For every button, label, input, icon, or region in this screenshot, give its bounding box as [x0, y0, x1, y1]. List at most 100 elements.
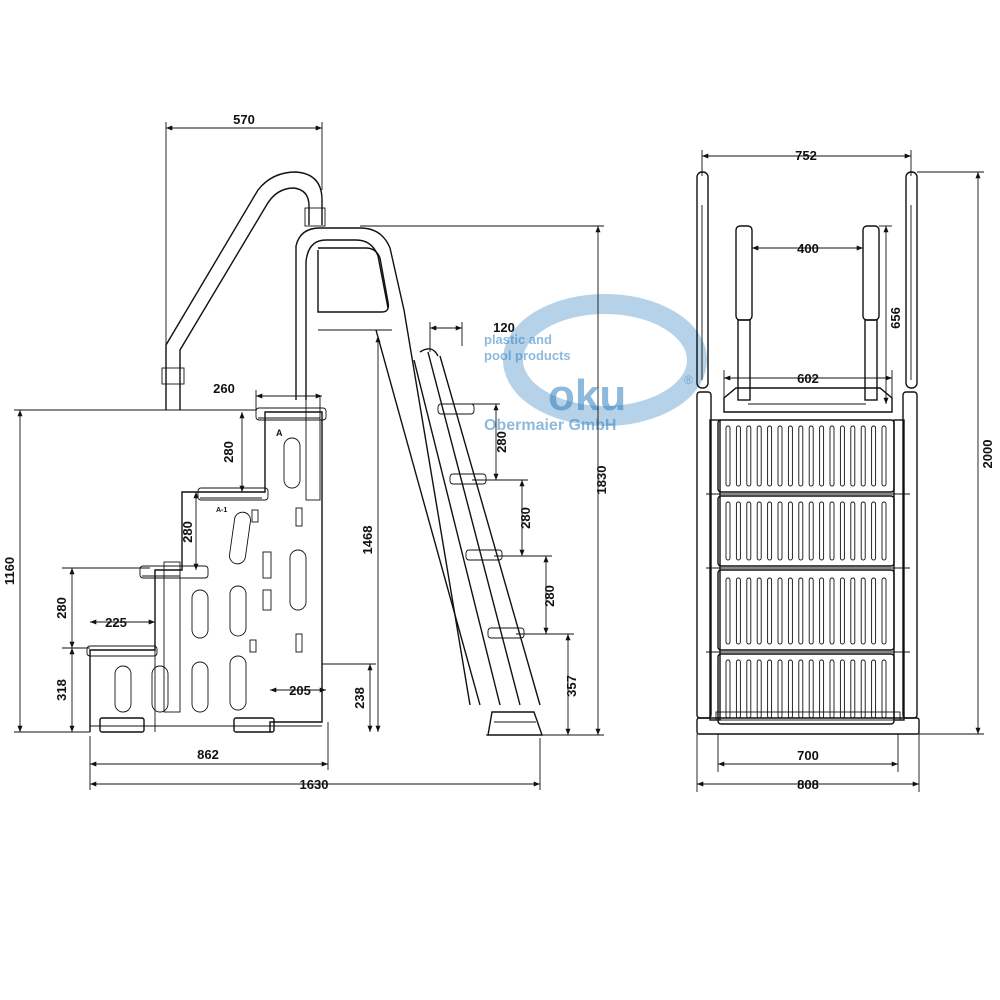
tread-slot	[850, 501, 856, 561]
tread-slot	[808, 659, 814, 719]
dim-inner-rail-width: 400	[797, 241, 819, 256]
tread-slot	[819, 425, 825, 487]
dim-overall-height-steps: 1160	[2, 557, 17, 585]
tread-slot	[725, 501, 731, 561]
dim-front-overall-height: 2000	[980, 440, 995, 469]
tread-slot	[798, 501, 804, 561]
tread-slot	[735, 501, 741, 561]
tread-slot	[777, 577, 783, 645]
tread-slot	[787, 577, 793, 645]
tread-slot	[871, 425, 877, 487]
dim-step-rise-1: 280	[221, 441, 236, 463]
tread-slot	[808, 577, 814, 645]
tread-slot	[777, 425, 783, 487]
tread-slot	[808, 425, 814, 487]
tread-slot	[725, 425, 731, 487]
watermark-company: Obermaier GmbH	[484, 417, 616, 434]
tread-slot	[798, 659, 804, 719]
tread-slot	[860, 501, 866, 561]
tread-slot	[860, 425, 866, 487]
tread-slot	[860, 577, 866, 645]
tread-slot	[881, 501, 887, 561]
tread-slot	[746, 577, 752, 645]
tread-slot	[767, 659, 773, 719]
tread-slot	[777, 501, 783, 561]
tread-slot	[756, 501, 762, 561]
step-label-top: A	[276, 428, 283, 438]
dim-inner-rail-height: 656	[888, 307, 903, 329]
step-label-middle: A-1	[216, 507, 227, 514]
tread-slot	[808, 501, 814, 561]
tread-slot	[787, 425, 793, 487]
front-view	[696, 171, 920, 735]
dim-tread-width: 700	[797, 748, 819, 763]
tread-slot	[725, 659, 731, 719]
tread-slot	[767, 501, 773, 561]
dim-step-rise-2: 280	[180, 521, 195, 543]
dim-handrail-width: 570	[233, 112, 255, 127]
watermark-brand-logo: oku	[548, 371, 626, 420]
tread-slot	[850, 425, 856, 487]
tread-slot	[850, 659, 856, 719]
dim-ladder-rung-3: 280	[542, 585, 557, 607]
tread-slot	[735, 659, 741, 719]
dim-ladder-rung-2: 280	[518, 507, 533, 529]
tread-slot	[756, 659, 762, 719]
tread-slot	[881, 659, 887, 719]
dim-outer-rail-width: 752	[795, 148, 817, 163]
dim-ladder-top-offset: 120	[493, 320, 515, 335]
dim-ladder-rung-1: 280	[494, 431, 509, 453]
dim-foot-height: 238	[352, 687, 367, 709]
dim-steps-length: 862	[197, 747, 219, 762]
tread-slot	[860, 659, 866, 719]
tread-slot	[871, 501, 877, 561]
tread-slot	[767, 425, 773, 487]
side-view-ladder	[295, 227, 546, 736]
tread-slot	[735, 425, 741, 487]
tread-slot	[871, 577, 877, 645]
tread-slot	[881, 425, 887, 487]
tread-slot	[829, 501, 835, 561]
tread-slot	[819, 577, 825, 645]
tread-slot	[871, 659, 877, 719]
tread-slot	[756, 425, 762, 487]
side-view-handrail	[161, 171, 326, 410]
tread-slot	[829, 425, 835, 487]
dim-overall-length: 1630	[300, 777, 329, 792]
tread-slot	[881, 577, 887, 645]
watermark-tagline-line1: plastic and	[484, 332, 552, 347]
watermark: plastic and pool products oku ® Obermaie…	[484, 294, 707, 434]
tread-slot	[777, 659, 783, 719]
front-view-dimensions: 752 400 656 602 2000 700 808	[696, 148, 995, 792]
tread-slot	[850, 577, 856, 645]
tread-slot	[819, 501, 825, 561]
side-view-steps: A A-1	[86, 395, 327, 733]
tread-slot	[746, 425, 752, 487]
tread-slot	[839, 425, 845, 487]
dim-top-step-depth: 260	[213, 381, 235, 396]
tread-slot	[767, 577, 773, 645]
tread-slot	[756, 577, 762, 645]
tread-slot	[798, 425, 804, 487]
dim-bottom-step-depth: 225	[105, 615, 127, 630]
dim-base-width: 808	[797, 777, 819, 792]
dim-step-rise-3: 280	[54, 597, 69, 619]
tread-slot	[746, 659, 752, 719]
tread-slot	[787, 501, 793, 561]
tread-slot	[798, 577, 804, 645]
dim-overall-height-ladder: 1830	[594, 466, 609, 495]
dim-bottom-step-height: 318	[54, 679, 69, 701]
tread-slot	[839, 501, 845, 561]
dim-base-foot-gap: 205	[289, 683, 311, 698]
front-treads	[706, 419, 910, 725]
tread-slot	[829, 577, 835, 645]
dim-inner-base-width: 602	[797, 371, 819, 386]
side-view-dimensions: 570 260 280 280 280 225 318 1160 1468	[2, 112, 609, 792]
tread-slot	[839, 659, 845, 719]
tread-slot	[819, 659, 825, 719]
tread-slot	[735, 577, 741, 645]
tread-slot	[746, 501, 752, 561]
dim-platform-height: 1468	[360, 526, 375, 555]
watermark-tagline-line2: pool products	[484, 348, 571, 363]
tread-slot	[725, 577, 731, 645]
